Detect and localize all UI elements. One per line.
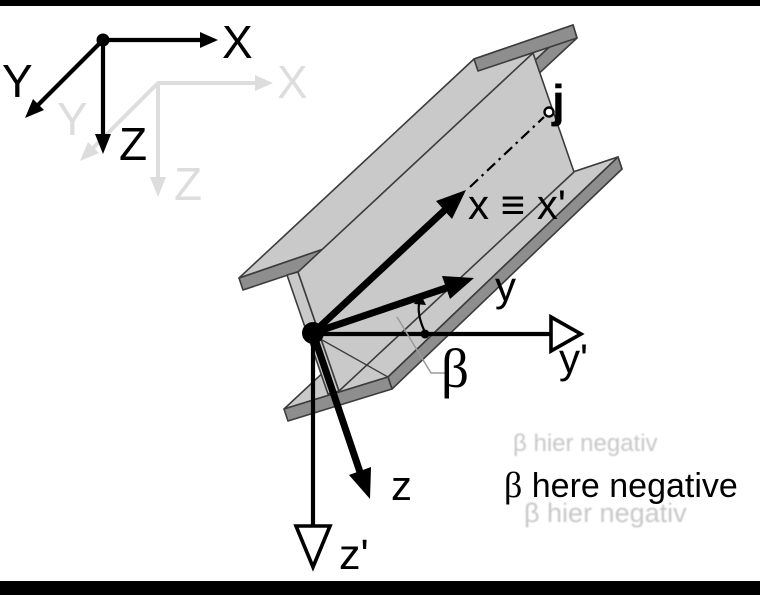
global-origin-dot <box>96 33 110 47</box>
local-x-axis-line <box>310 205 450 336</box>
beam-axis-extension-line <box>469 116 545 188</box>
global-z-arrowhead <box>95 134 111 154</box>
global-axes <box>25 32 218 154</box>
ghost-x-label: X <box>277 56 308 108</box>
global-y-label: Y <box>2 55 33 107</box>
local-axes <box>293 190 585 572</box>
top-flange-far-cut-face <box>473 24 578 72</box>
caption-beta-symbol: β <box>504 465 523 505</box>
global-y-arrowhead <box>25 99 44 118</box>
global-z-label: Z <box>119 118 148 170</box>
beta-leader-line <box>396 316 445 374</box>
ghost-caption-top: β hier negativ <box>513 430 658 457</box>
z-prime-label: z' <box>339 531 369 579</box>
global-x-label: X <box>222 16 253 68</box>
bottom-border-bar <box>0 581 760 595</box>
local-x-arrowhead <box>436 190 466 219</box>
local-y-axis-line <box>311 283 451 337</box>
top-border-bar <box>0 0 760 6</box>
ghost-y-label: Y <box>57 93 88 145</box>
local-z-arrowhead <box>349 467 371 499</box>
angle-beta-label: β <box>441 338 469 399</box>
local-y-label: y <box>495 263 516 310</box>
ghost-caption-bottom: β hier negativ <box>524 498 687 528</box>
local-y-arrowhead <box>442 276 474 299</box>
local-z-label: z <box>391 462 412 509</box>
global-x-arrowhead <box>200 32 218 48</box>
local-x-label: x ≡ x' <box>468 181 566 228</box>
local-z-axis-line <box>309 331 366 480</box>
ghost-z-label: Z <box>174 158 202 210</box>
angle-arrowhead <box>414 293 426 305</box>
caption-text: here negative <box>522 467 738 505</box>
z-prime-open-arrowhead <box>293 524 333 572</box>
joint-j-marker <box>543 106 555 118</box>
ghost-global-axes: X Y Z <box>57 56 308 210</box>
flange-near-edge-line <box>314 335 389 378</box>
local-origin-dot <box>302 322 324 344</box>
global-y-axis-line <box>35 38 105 108</box>
y-prime-open-arrowhead <box>549 313 585 355</box>
angle-beta-indicator <box>396 293 445 374</box>
angle-base-dot <box>420 329 430 339</box>
y-prime-label: y' <box>559 335 589 382</box>
joint-j-label: j <box>552 75 565 127</box>
beta-negative-caption: β here negative <box>504 467 738 503</box>
